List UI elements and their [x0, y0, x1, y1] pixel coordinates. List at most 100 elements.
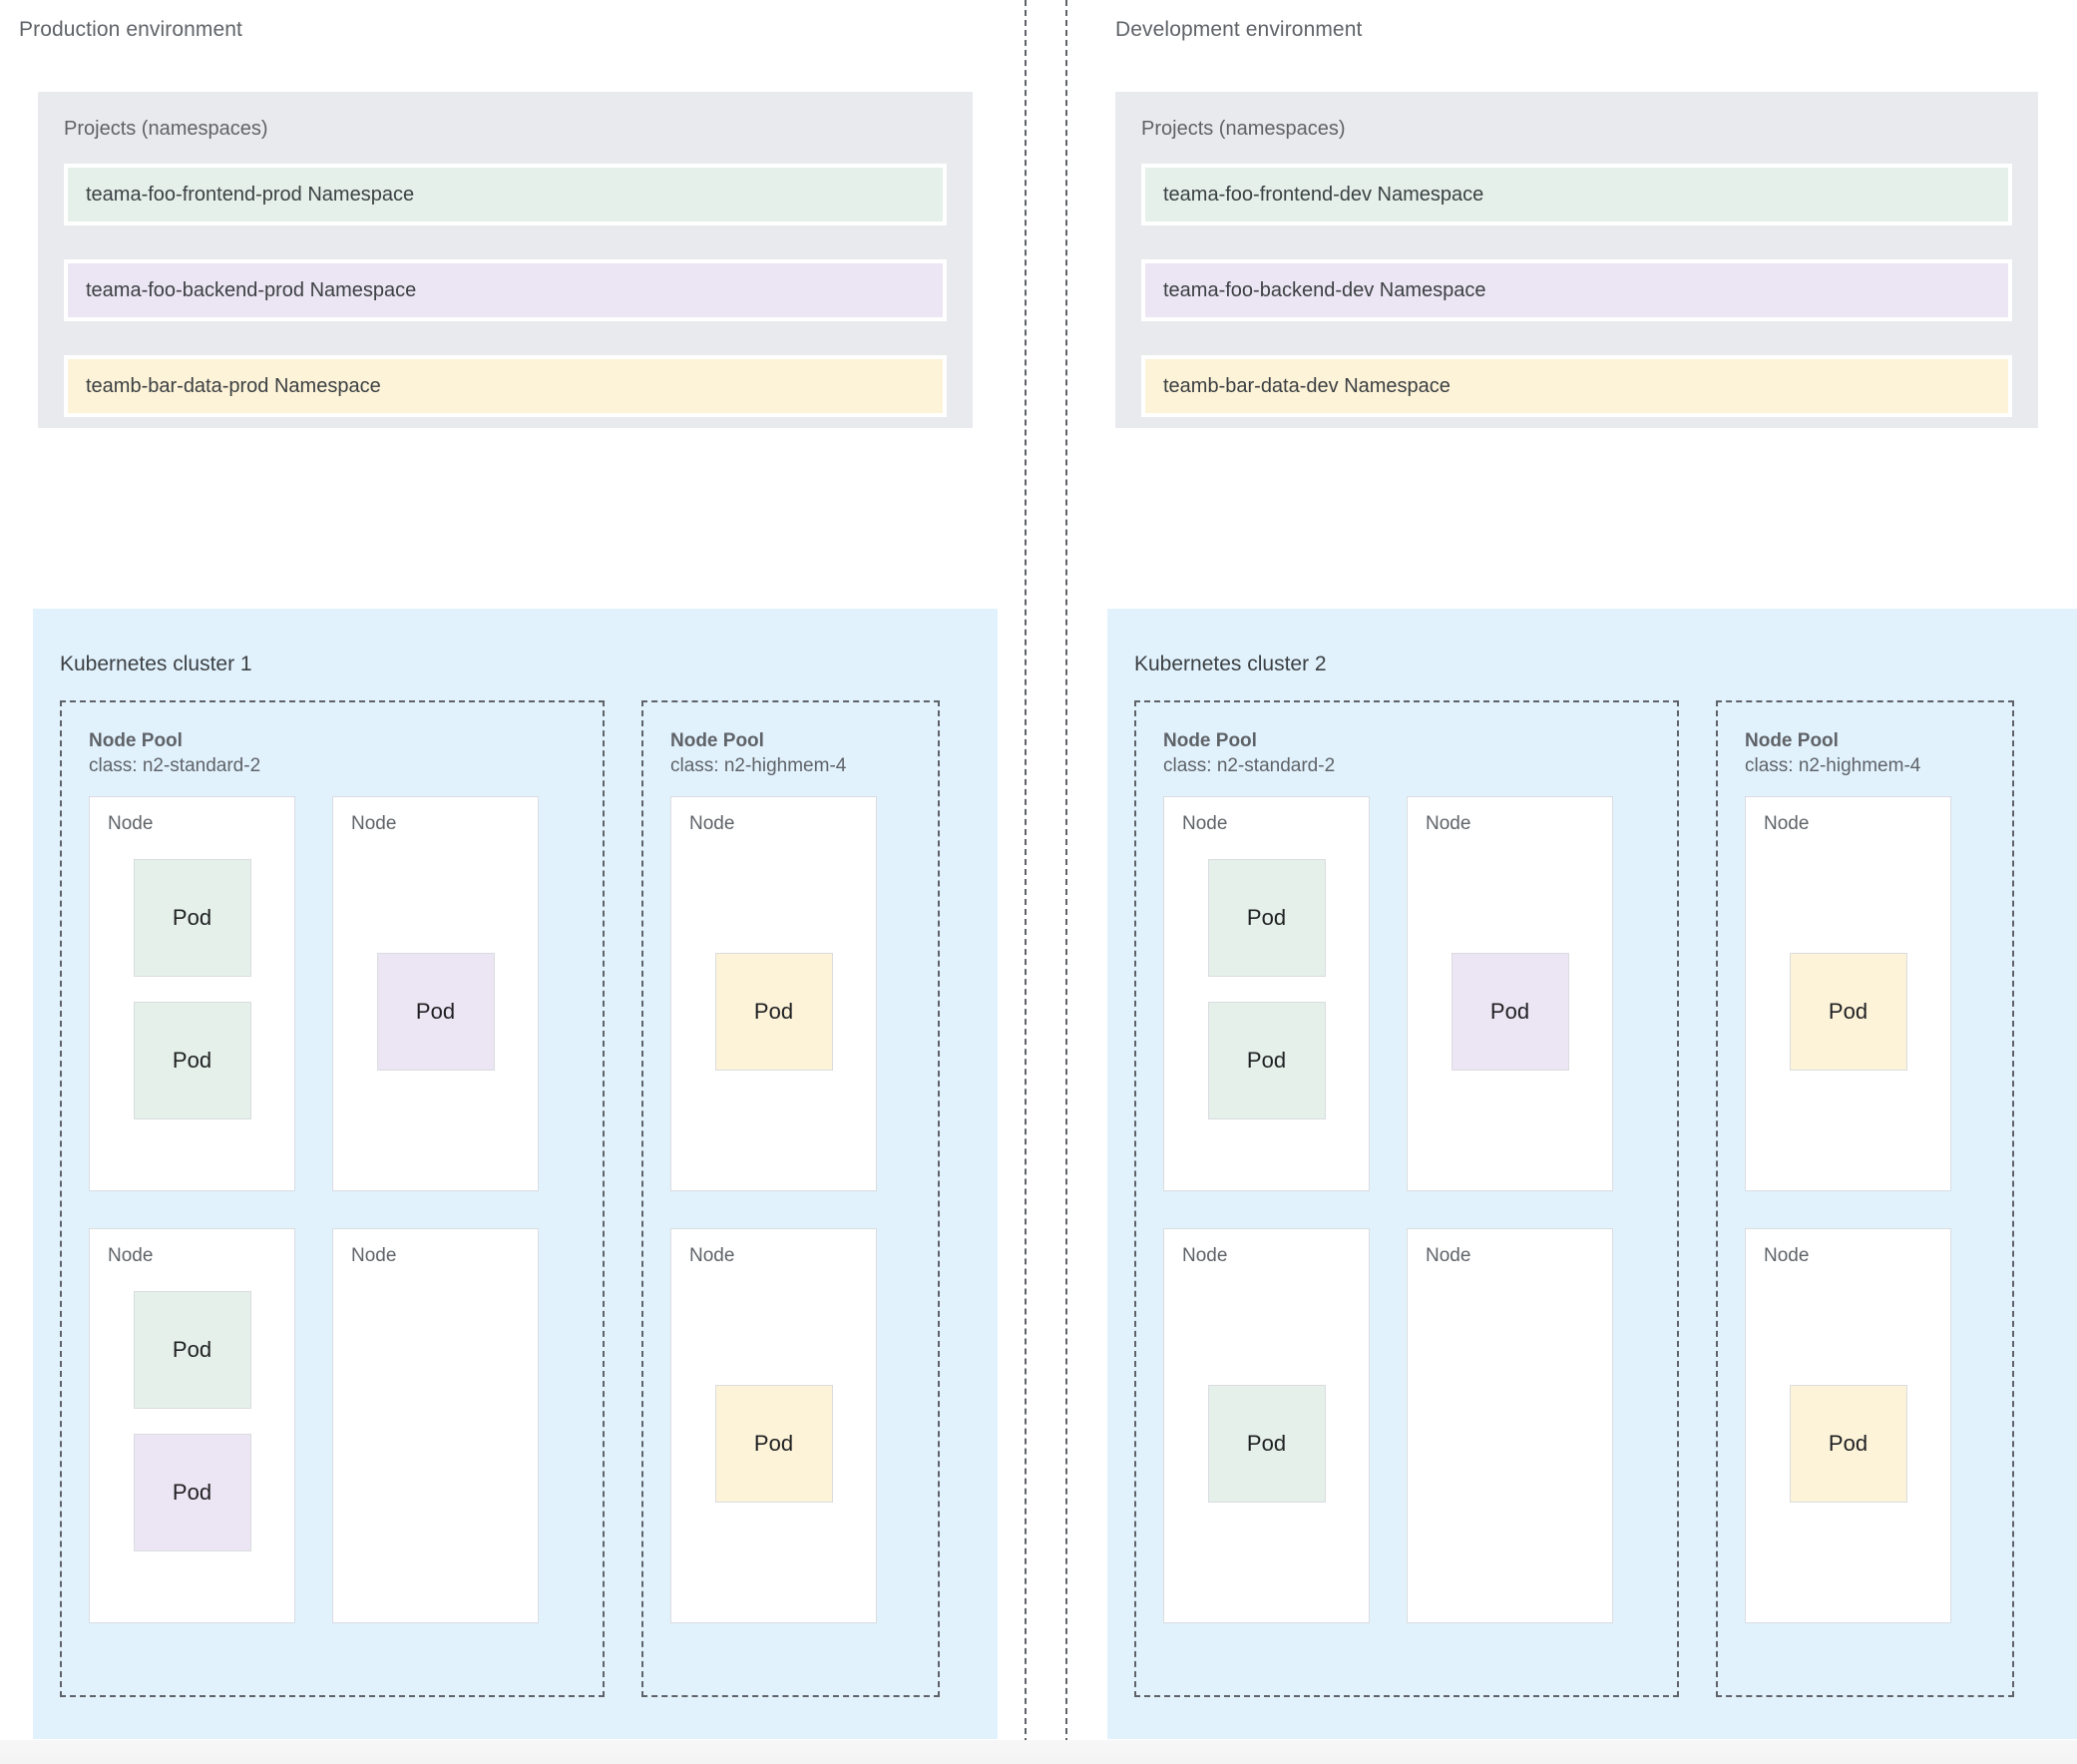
node-pool-name: Node Pool	[1745, 730, 1839, 751]
pod-container	[1408, 1275, 1612, 1612]
kubernetes-cluster: Kubernetes cluster 1 Node Pool class: n2-s…	[33, 609, 998, 1739]
namespace-label: teamb-bar-data-dev Namespace	[1163, 374, 1451, 397]
pod-box[interactable]: Pod	[133, 859, 251, 978]
projects-panel: Projects (namespaces) teama-foo-frontend-…	[1115, 92, 2038, 428]
node-pool-name: Node Pool	[89, 730, 183, 751]
cluster-title: Kubernetes cluster 2	[1134, 653, 1327, 675]
node-pool-class: class: n2-standard-2	[89, 754, 261, 776]
namespace-row[interactable]: teama-foo-frontend-prod Namespace	[64, 164, 947, 225]
pod-box[interactable]: Pod	[133, 1434, 251, 1552]
namespace-row-inner: teamb-bar-data-prod Namespace	[68, 359, 943, 413]
footer-band	[0, 1740, 2077, 1764]
pod-container: Pod	[1746, 843, 1950, 1180]
pod-box[interactable]: Pod	[1789, 1385, 1907, 1504]
node-label: Node	[1764, 1245, 1810, 1267]
namespace-row-inner: teama-foo-backend-dev Namespace	[1145, 263, 2008, 317]
node-label: Node	[1426, 813, 1471, 835]
namespace-row[interactable]: teama-foo-frontend-dev Namespace	[1141, 164, 2012, 225]
namespace-label: teama-foo-backend-prod Namespace	[86, 278, 417, 301]
node-label: Node	[108, 813, 154, 835]
node-pool-header: Node Pool class: n2-standard-2	[89, 729, 576, 778]
node-pool-class: class: n2-highmem-4	[670, 754, 847, 776]
pod-box[interactable]: Pod	[376, 953, 495, 1072]
pod-container: Pod	[671, 843, 876, 1180]
projects-panel-title: Projects (namespaces)	[64, 118, 268, 140]
node-label: Node	[108, 1245, 154, 1267]
environment-title: Development environment	[1115, 18, 1363, 41]
namespace-row-inner: teama-foo-backend-prod Namespace	[68, 263, 943, 317]
node-box[interactable]: Node	[1407, 1228, 1613, 1624]
pod-box[interactable]: Pod	[1207, 1385, 1326, 1504]
cluster-title: Kubernetes cluster 1	[60, 653, 252, 675]
node-box[interactable]: Node	[332, 1228, 539, 1624]
pod-container: Pod	[1408, 843, 1612, 1180]
pod-container: Pod	[1746, 1275, 1950, 1612]
pod-box[interactable]: Pod	[133, 1002, 251, 1120]
node-label: Node	[351, 1245, 397, 1267]
namespace-row[interactable]: teama-foo-backend-prod Namespace	[64, 259, 947, 321]
node-label: Node	[351, 813, 397, 835]
environment-divider-left	[1025, 0, 1027, 1764]
pod-box[interactable]: Pod	[714, 1385, 833, 1504]
node-label: Node	[1182, 1245, 1228, 1267]
node-label: Node	[1764, 813, 1810, 835]
node-pool-name: Node Pool	[1163, 730, 1257, 751]
namespace-label: teama-foo-frontend-prod Namespace	[86, 183, 415, 206]
namespace-label: teama-foo-backend-dev Namespace	[1163, 278, 1486, 301]
namespace-row[interactable]: teama-foo-backend-dev Namespace	[1141, 259, 2012, 321]
namespace-list: teama-foo-frontend-dev Namespace teama-fo…	[1141, 164, 2012, 417]
node-label: Node	[689, 813, 735, 835]
node-pool-name: Node Pool	[670, 730, 764, 751]
node-label: Node	[1182, 813, 1228, 835]
pod-box[interactable]: Pod	[1207, 859, 1326, 978]
node-pool-class: class: n2-highmem-4	[1745, 754, 1921, 776]
node-label: Node	[689, 1245, 735, 1267]
pod-box[interactable]: Pod	[714, 953, 833, 1072]
pod-box[interactable]: Pod	[1451, 953, 1569, 1072]
pod-container: Pod	[333, 843, 538, 1180]
node-pool-header: Node Pool class: n2-highmem-4	[670, 729, 911, 778]
namespace-row-inner: teamb-bar-data-dev Namespace	[1145, 359, 2008, 413]
namespace-row[interactable]: teamb-bar-data-dev Namespace	[1141, 355, 2012, 417]
projects-panel-title: Projects (namespaces)	[1141, 118, 1346, 140]
namespace-list: teama-foo-frontend-prod Namespace teama-f…	[64, 164, 947, 417]
namespace-row[interactable]: teamb-bar-data-prod Namespace	[64, 355, 947, 417]
pod-box[interactable]: Pod	[1207, 1002, 1326, 1120]
pod-container	[333, 1275, 538, 1612]
pod-box[interactable]: Pod	[1789, 953, 1907, 1072]
environment-divider-right	[1065, 0, 1067, 1764]
node-pool-header: Node Pool class: n2-highmem-4	[1745, 729, 1985, 778]
namespace-row-inner: teama-foo-frontend-prod Namespace	[68, 168, 943, 221]
namespace-label: teamb-bar-data-prod Namespace	[86, 374, 381, 397]
pod-container: Pod	[671, 1275, 876, 1612]
namespace-row-inner: teama-foo-frontend-dev Namespace	[1145, 168, 2008, 221]
node-label: Node	[1426, 1245, 1471, 1267]
namespace-label: teama-foo-frontend-dev Namespace	[1163, 183, 1484, 206]
pod-box[interactable]: Pod	[133, 1291, 251, 1410]
pod-container: Pod	[1164, 1275, 1369, 1612]
